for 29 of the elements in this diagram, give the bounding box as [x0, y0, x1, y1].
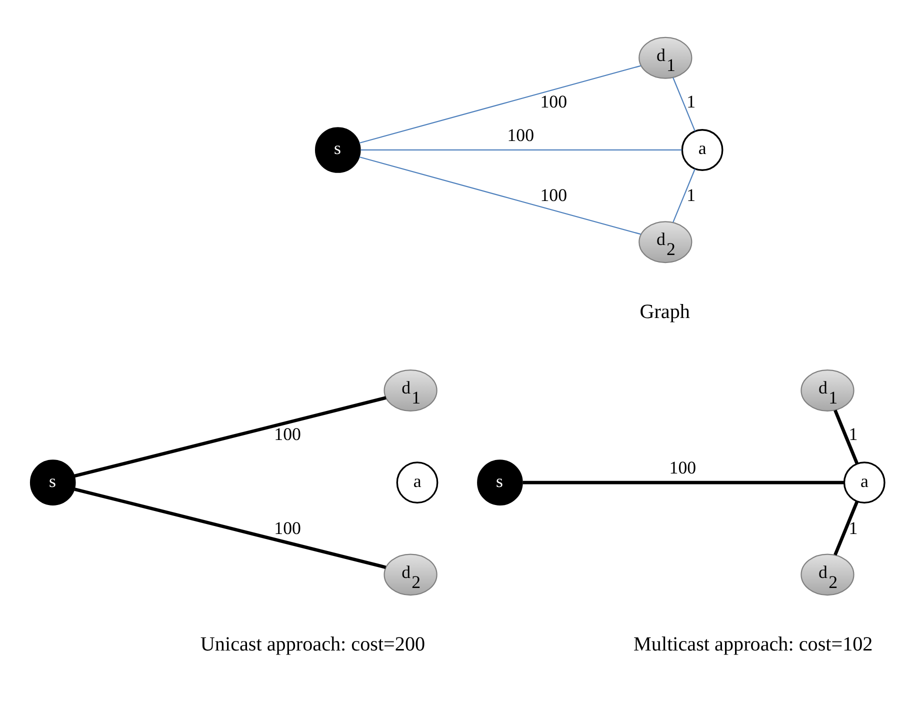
edge-label: 100	[507, 124, 534, 144]
node-circle: s	[314, 126, 361, 172]
edge-label: 100	[669, 456, 696, 477]
connector	[672, 168, 696, 222]
node-circle: a	[843, 461, 886, 504]
label: Graph	[640, 300, 690, 322]
edge-label: 100	[540, 184, 568, 205]
edge-label: 100	[540, 90, 568, 111]
edge-label: 1	[686, 184, 696, 205]
edge-label: 100	[274, 423, 301, 444]
connector	[360, 148, 682, 150]
edge-label: 1	[848, 517, 858, 538]
connector	[834, 409, 859, 464]
edge-label: 100	[274, 517, 301, 538]
label: Multicast approach: cost=102	[634, 632, 873, 655]
connector	[359, 64, 641, 144]
node-circle: a	[396, 461, 438, 504]
node-circle: a	[681, 128, 724, 170]
connector	[74, 487, 386, 568]
node-circle: s	[477, 459, 523, 505]
connector	[359, 156, 641, 234]
connector	[74, 396, 386, 478]
connector	[672, 76, 696, 131]
connector	[522, 480, 844, 484]
edge-label: 1	[848, 423, 858, 444]
connector	[834, 500, 859, 556]
edge-label: 1	[686, 90, 696, 111]
node-circle: s	[30, 459, 76, 505]
label: Unicast approach: cost=200	[200, 632, 426, 655]
